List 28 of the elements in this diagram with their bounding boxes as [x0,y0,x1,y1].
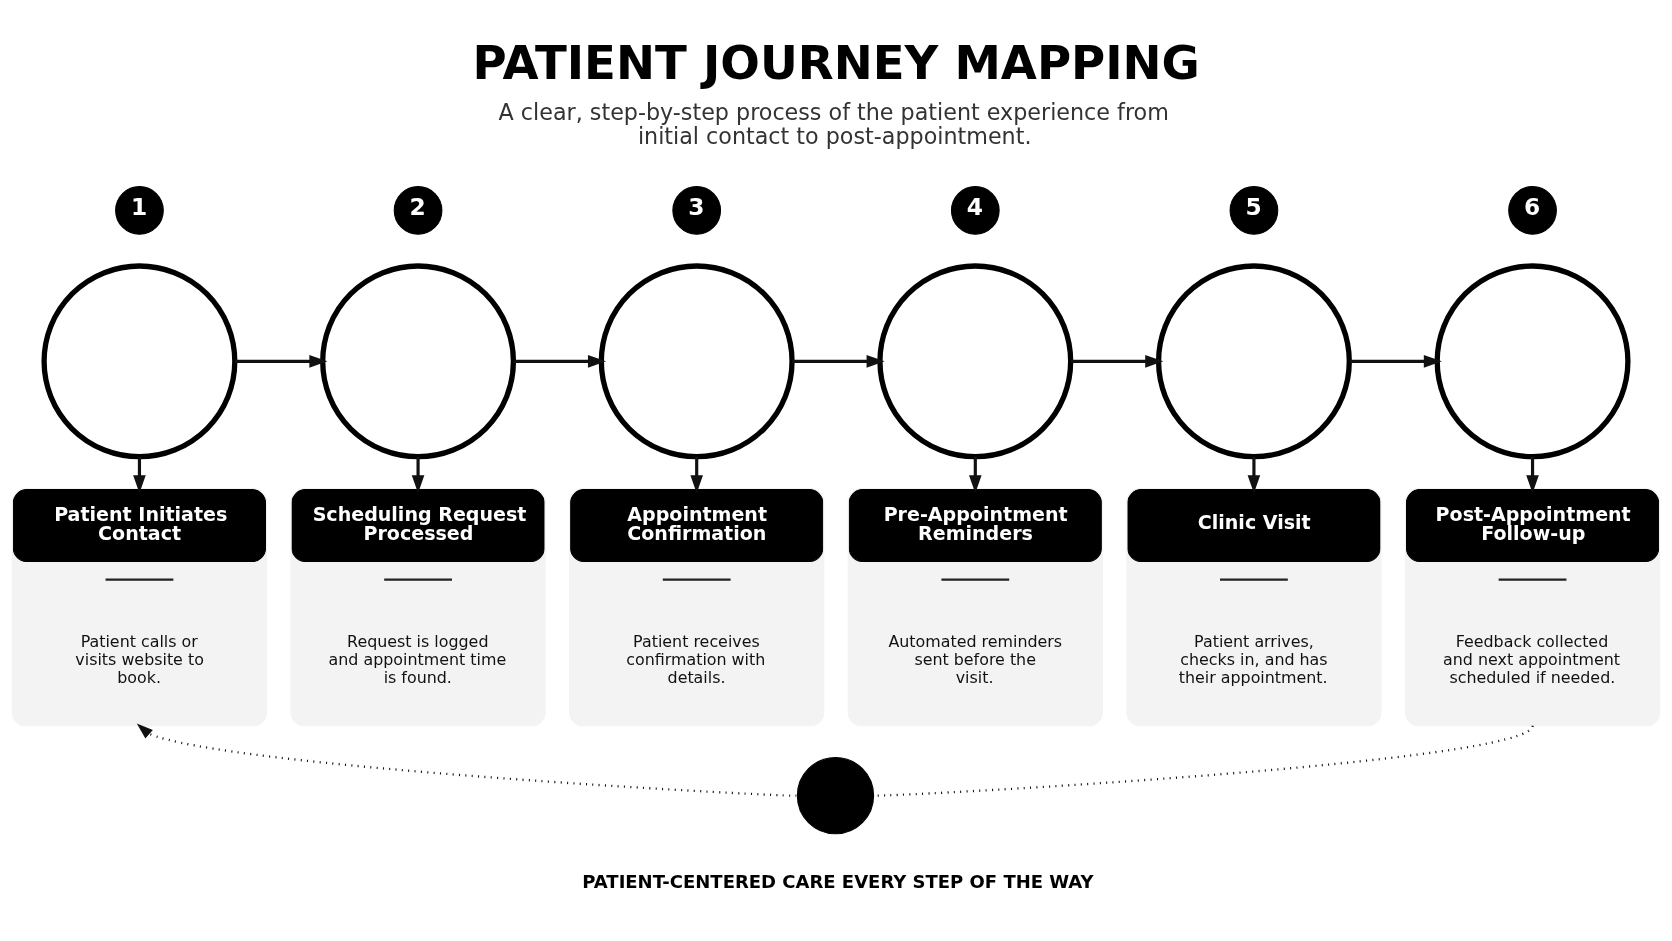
node-circle [1155,262,1352,459]
label: A clear, step-by-step process of the patient experience from initial contact to post-appointment. [498,98,1169,149]
arrow [690,456,703,493]
arrow [411,456,425,493]
arrow [234,354,328,368]
arrow [792,354,885,368]
node-circle [796,756,875,834]
arrow [133,456,146,493]
node-circle: 1 [115,185,164,235]
arrow [1526,456,1539,493]
arrow [969,456,982,493]
arrow [1070,354,1164,368]
node-circle: 4 [950,185,1000,235]
node-circle [320,262,517,459]
arrow [1247,456,1261,493]
node-circle: 2 [393,185,443,235]
node-circle: 3 [672,185,722,235]
node-circle [877,262,1074,459]
node-circle: 5 [1229,185,1279,235]
arrow [513,354,606,368]
node-circle [1434,262,1631,459]
node-circle [598,262,795,459]
diagram-title: PATIENT JOURNEY MAPPING [472,35,1200,90]
node-label: PATIENT-CENTERED CARE EVERY STEP OF THE WAY [582,870,1094,892]
arrow [1349,354,1442,368]
node-circle [41,262,238,459]
node-circle: 6 [1508,185,1557,235]
arrow [136,722,797,797]
